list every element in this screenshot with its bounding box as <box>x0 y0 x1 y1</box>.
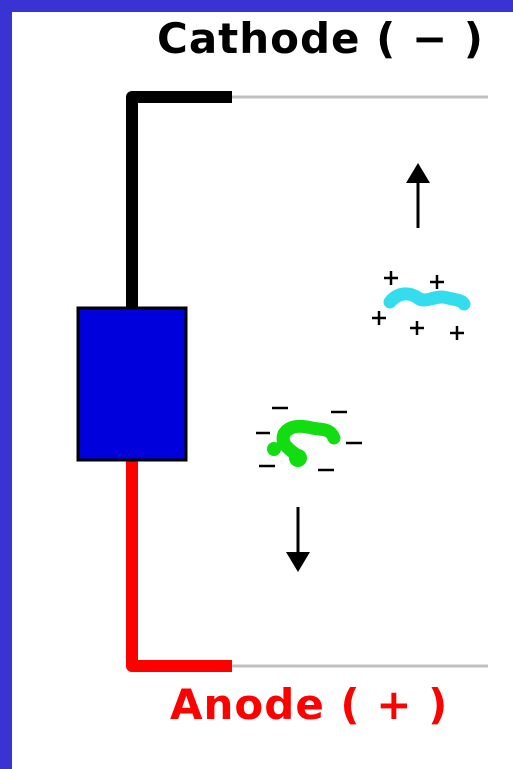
positive-particle <box>372 271 471 340</box>
cathode-label: Cathode ( − ) <box>157 14 484 63</box>
negative-charges <box>256 406 362 472</box>
anode-wire <box>126 460 232 672</box>
positive-charges <box>372 271 464 340</box>
power-supply-box <box>76 306 188 462</box>
cathode-wire <box>126 91 232 308</box>
down-arrow-icon <box>286 507 310 572</box>
anode-label: Anode ( + ) <box>170 680 449 729</box>
up-arrow-icon <box>406 163 430 228</box>
negative-particle <box>256 406 362 472</box>
